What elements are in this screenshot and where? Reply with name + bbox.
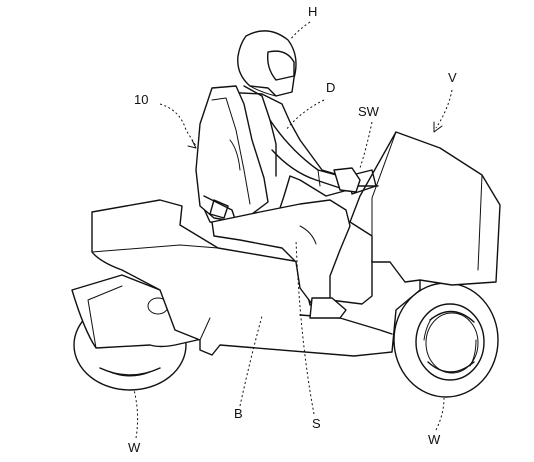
label-s: S	[312, 416, 321, 431]
label-w-rear: W	[128, 440, 141, 455]
shoe	[309, 297, 347, 319]
rider	[195, 30, 361, 319]
label-b: B	[234, 406, 243, 421]
helmet	[237, 30, 297, 97]
label-h: H	[308, 4, 317, 19]
label-10: 10	[134, 92, 148, 107]
label-w-front: W	[428, 432, 441, 447]
front-wheel	[393, 282, 499, 398]
label-sw: SW	[358, 104, 380, 119]
reference-labels: H 10 D V SW B S W W	[128, 4, 457, 455]
glove	[333, 167, 361, 193]
leg	[211, 199, 351, 305]
label-d: D	[326, 80, 335, 95]
label-v: V	[448, 70, 457, 85]
front-shield	[349, 131, 501, 286]
